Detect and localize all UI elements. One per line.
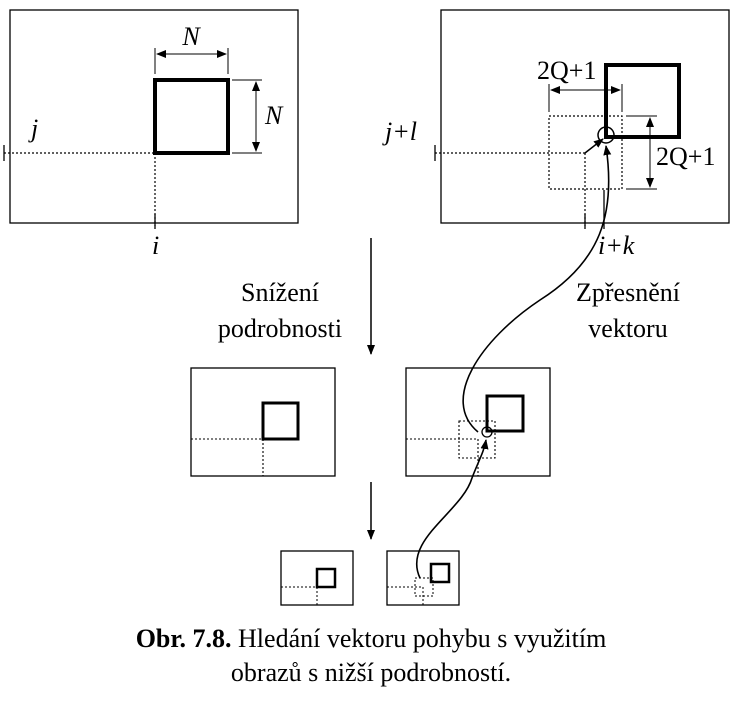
search-window-bottom-right <box>414 577 434 597</box>
caption-line-2: obrazů s nižší podrobností. <box>230 658 512 687</box>
match-circle-top <box>597 126 615 144</box>
refine-curve-upper <box>462 145 612 433</box>
frame-mid-left <box>190 367 336 477</box>
block-square-bottom-right <box>429 562 451 584</box>
label-reduce-line2: podrobnosti <box>218 314 342 343</box>
block-square-mid-right <box>485 394 525 433</box>
label-j-plus-l: j+l <box>382 117 417 146</box>
search-window-top-right <box>548 115 623 190</box>
label-n-top: N <box>181 22 201 51</box>
label-reduce-line1: Snížení <box>241 278 319 307</box>
refine-curve-lower <box>416 439 489 579</box>
frame-bottom-left <box>280 550 354 606</box>
match-circle-mid <box>481 426 493 438</box>
label-2q1-side: 2Q+1 <box>656 142 715 171</box>
frame-bottom-right <box>386 550 460 606</box>
label-i: i <box>152 231 159 260</box>
block-square-bottom-left <box>315 567 337 589</box>
label-refine-line2: vektoru <box>588 314 667 343</box>
label-2q1-top: 2Q+1 <box>537 56 596 85</box>
frame-mid-right <box>405 367 551 477</box>
caption-text-1: Hledání vektoru pohybu s využitím <box>238 624 607 653</box>
label-refine-line1: Zpřesnění <box>576 278 680 307</box>
search-window-mid-right <box>458 420 496 459</box>
caption-number: Obr. 7.8. <box>135 624 232 653</box>
caption-line-1: Obr. 7.8. Hledání vektoru pohybu s využi… <box>0 622 742 656</box>
block-square-mid-left <box>261 401 300 441</box>
block-square-top-left <box>153 78 230 155</box>
figure-caption: Obr. 7.8. Hledání vektoru pohybu s využi… <box>0 622 742 690</box>
label-i-plus-k: i+k <box>598 231 635 260</box>
block-square-top-right <box>604 63 681 139</box>
label-n-side: N <box>264 101 284 130</box>
frame-top-left: N N j i <box>3 9 299 260</box>
label-j: j <box>28 114 38 143</box>
frame-top-right: 2Q+1 2Q+1 j+l i+k <box>382 9 730 260</box>
